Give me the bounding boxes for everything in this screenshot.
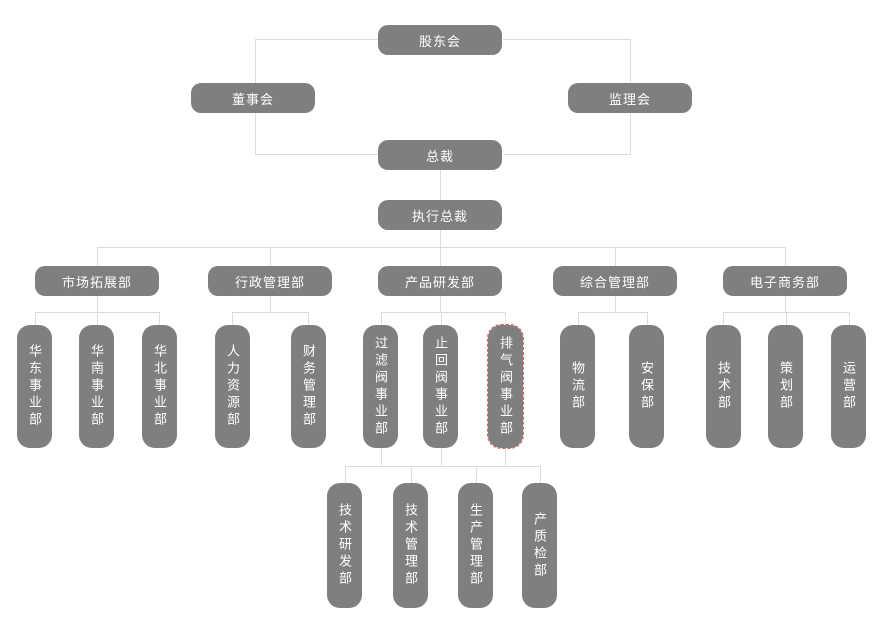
node-div-human-resources[interactable]: 人力资源部: [215, 325, 250, 448]
node-div-technology[interactable]: 技术部: [706, 325, 741, 448]
connector-line: [255, 39, 379, 40]
node-sub-tech-rnd[interactable]: 技术研发部: [327, 483, 362, 608]
node-div-planning[interactable]: 策划部: [768, 325, 803, 448]
connector-line: [381, 312, 382, 325]
node-sub-production-management[interactable]: 生产管理部: [458, 483, 493, 608]
connector-line: [255, 154, 379, 155]
connector-line: [381, 448, 382, 466]
connector-line: [440, 247, 441, 266]
node-div-filter-valve[interactable]: 过滤阀事业部: [363, 325, 398, 448]
connector-line: [232, 312, 308, 313]
connector-line: [381, 312, 505, 313]
node-div-finance[interactable]: 财务管理部: [291, 325, 326, 448]
node-div-north-china[interactable]: 华北事业部: [142, 325, 177, 448]
node-div-security[interactable]: 安保部: [629, 325, 664, 448]
connector-line: [270, 296, 271, 312]
connector-line: [97, 247, 786, 248]
connector-line: [345, 466, 540, 467]
connector-line: [503, 154, 631, 155]
connector-line: [786, 312, 787, 325]
node-div-logistics[interactable]: 物流部: [560, 325, 595, 448]
node-div-check-valve[interactable]: 止回阀事业部: [423, 325, 458, 448]
connector-line: [345, 466, 346, 483]
connector-line: [849, 312, 850, 325]
node-supervisory-board[interactable]: 监理会: [568, 83, 692, 113]
connector-line: [97, 296, 98, 312]
connector-line: [505, 312, 506, 325]
node-president[interactable]: 总裁: [378, 140, 502, 170]
node-shareholders-meeting[interactable]: 股东会: [378, 25, 502, 55]
connector-line: [270, 247, 271, 266]
connector-line: [440, 170, 441, 200]
connector-line: [615, 296, 616, 312]
connector-line: [505, 448, 506, 466]
connector-line: [440, 296, 441, 312]
node-dept-market-expansion[interactable]: 市场拓展部: [35, 266, 159, 296]
node-dept-product-rnd[interactable]: 产品研发部: [378, 266, 502, 296]
node-dept-ecommerce[interactable]: 电子商务部: [723, 266, 847, 296]
connector-line: [785, 247, 786, 266]
node-div-exhaust-valve[interactable]: 排气阀事业部: [487, 324, 524, 449]
connector-line: [159, 312, 160, 325]
connector-line: [440, 230, 441, 247]
node-div-operations[interactable]: 运营部: [831, 325, 866, 448]
connector-line: [441, 448, 442, 466]
connector-line: [503, 39, 631, 40]
node-executive-president[interactable]: 执行总裁: [378, 200, 502, 230]
connector-line: [441, 312, 442, 325]
connector-line: [97, 247, 98, 266]
connector-line: [232, 312, 233, 325]
node-dept-general-management[interactable]: 综合管理部: [553, 266, 677, 296]
node-sub-quality-inspection[interactable]: 产质检部: [522, 483, 557, 608]
connector-line: [647, 312, 648, 325]
node-dept-administration[interactable]: 行政管理部: [208, 266, 332, 296]
connector-line: [476, 466, 477, 483]
node-div-south-china[interactable]: 华南事业部: [79, 325, 114, 448]
connector-line: [615, 247, 616, 266]
connector-line: [540, 466, 541, 483]
connector-line: [723, 312, 724, 325]
connector-line: [785, 296, 786, 312]
node-sub-tech-management[interactable]: 技术管理部: [393, 483, 428, 608]
node-board-of-directors[interactable]: 董事会: [191, 83, 315, 113]
connector-line: [578, 312, 579, 325]
connector-line: [578, 312, 647, 313]
node-div-east-china[interactable]: 华东事业部: [17, 325, 52, 448]
connector-line: [411, 466, 412, 483]
connector-line: [35, 312, 36, 325]
connector-line: [97, 312, 98, 325]
connector-line: [308, 312, 309, 325]
